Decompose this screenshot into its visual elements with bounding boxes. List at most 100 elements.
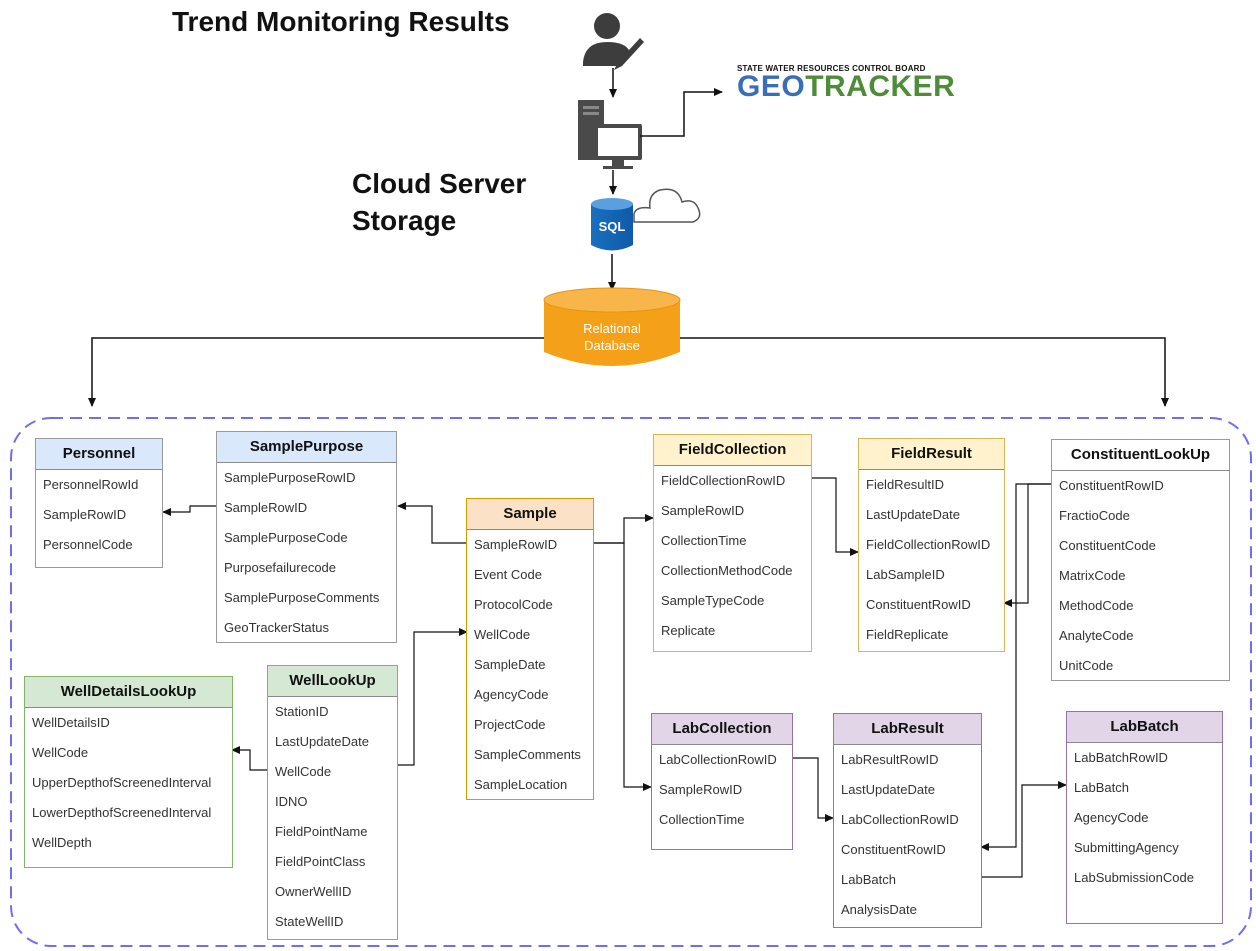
cloud-title-line1: Cloud Server	[352, 168, 527, 199]
table-header-constituentlookup: ConstituentLookUp	[1052, 440, 1229, 471]
field-samplerowid: SampleRowID	[43, 507, 127, 522]
computer-tower-monitor-icon	[578, 100, 642, 169]
geotracker-logo-part2: TRACKER	[805, 70, 956, 103]
field-collectionmethodcode: CollectionMethodCode	[661, 563, 793, 578]
table-header-samplepurpose: SamplePurpose	[217, 432, 396, 463]
field-labcollectionrowid: LabCollectionRowID	[659, 752, 777, 767]
field-samplepurposecomments: SamplePurposeComments	[224, 590, 380, 605]
field-labresultrowid: LabResultRowID	[841, 752, 939, 767]
schema-container	[10, 417, 1252, 947]
field-submittingagency: SubmittingAgency	[1074, 840, 1179, 855]
field-samplerowid: SampleRowID	[659, 782, 743, 797]
field-lastupdatedate: LastUpdateDate	[841, 782, 935, 797]
table-header-sample: Sample	[467, 499, 593, 530]
geotracker-logo-part1: GEO	[737, 70, 806, 103]
table-personnel: Personnel PersonnelRowId SampleRowID Per…	[35, 438, 163, 568]
field-wellcode: WellCode	[474, 627, 531, 642]
table-labresult: LabResult LabResultRowID LastUpdateDate …	[833, 713, 982, 928]
field-fieldresultid: FieldResultID	[866, 477, 945, 492]
table-fieldcollection: FieldCollection FieldCollectionRowID Sam…	[653, 434, 812, 652]
field-ownerwellid: OwnerWellID	[275, 884, 352, 899]
table-header-labresult: LabResult	[834, 714, 981, 745]
field-analysisdate: AnalysisDate	[841, 902, 917, 917]
field-personnelcode: PersonnelCode	[43, 537, 133, 552]
field-agencycode: AgencyCode	[1074, 810, 1149, 825]
sql-label: SQL	[598, 219, 626, 234]
field-collectiontime: CollectionTime	[659, 812, 745, 827]
table-header-personnel: Personnel	[36, 439, 162, 470]
field-protocolcode: ProtocolCode	[474, 597, 553, 612]
field-samplerowid: SampleRowID	[661, 503, 745, 518]
field-sampletypecode: SampleTypeCode	[661, 593, 765, 608]
cloud-icon	[633, 188, 701, 223]
field-upperdepthofscreenedinterval: UpperDepthofScreenedInterval	[32, 775, 212, 790]
relational-database-label: Relational Database	[560, 320, 664, 354]
table-sample: Sample SampleRowID Event Code ProtocolCo…	[466, 498, 594, 800]
table-constituentlookup: ConstituentLookUp ConstituentRowID Fract…	[1051, 439, 1230, 681]
field-samplepurposerowid: SamplePurposeRowID	[224, 470, 356, 485]
table-header-fieldcollection: FieldCollection	[654, 435, 811, 466]
field-lowerdepthofscreenedinterval: LowerDepthofScreenedInterval	[32, 805, 212, 820]
table-fieldresult: FieldResult FieldResultID LastUpdateDate…	[858, 438, 1005, 652]
field-labsampleid: LabSampleID	[866, 567, 945, 582]
field-labbatch: LabBatch	[1074, 780, 1129, 795]
field-methodcode: MethodCode	[1059, 598, 1134, 613]
field-labcollectionrowid: LabCollectionRowID	[841, 812, 959, 827]
field-samplerowid: SampleRowID	[474, 537, 558, 552]
cloud-title-line2: Storage	[352, 205, 457, 236]
field-personnelrowid: PersonnelRowId	[43, 477, 139, 492]
database-label-line2: Database	[584, 338, 640, 353]
table-header-fieldresult: FieldResult	[859, 439, 1004, 470]
field-unitcode: UnitCode	[1059, 658, 1114, 673]
field-welldepth: WellDepth	[32, 835, 92, 850]
field-samplerowid: SampleRowID	[224, 500, 308, 515]
database-label-line1: Relational	[583, 321, 641, 336]
field-event-code: Event Code	[474, 567, 542, 582]
field-constituentrowid: ConstituentRowID	[866, 597, 971, 612]
field-samplecomments: SampleComments	[474, 747, 581, 762]
field-constituentrowid: ConstituentRowID	[841, 842, 946, 857]
field-geotrackerstatus: GeoTrackerStatus	[224, 620, 330, 635]
table-header-labcollection: LabCollection	[652, 714, 792, 745]
table-welldetailslookup: WellDetailsLookUp WellDetailsID WellCode…	[24, 676, 233, 868]
field-fieldcollectionrowid: FieldCollectionRowID	[661, 473, 786, 488]
table-header-labbatch: LabBatch	[1067, 712, 1222, 743]
field-collectiontime: CollectionTime	[661, 533, 747, 548]
table-samplepurpose: SamplePurpose SamplePurposeRowID SampleR…	[216, 431, 397, 643]
field-lastupdatedate: LastUpdateDate	[866, 507, 960, 522]
field-projectcode: ProjectCode	[474, 717, 546, 732]
field-purposefailurecode: Purposefailurecode	[224, 560, 337, 575]
field-constituentrowid: ConstituentRowID	[1059, 478, 1164, 493]
field-labbatch: LabBatch	[841, 872, 896, 887]
field-constituentcode: ConstituentCode	[1059, 538, 1156, 553]
field-fieldpointclass: FieldPointClass	[275, 854, 366, 869]
table-header-welldetailslookup: WellDetailsLookUp	[25, 677, 232, 708]
diagram-title: Trend Monitoring Results	[172, 6, 510, 37]
field-stationid: StationID	[275, 704, 329, 719]
field-fieldpointname: FieldPointName	[275, 824, 368, 839]
field-replicate: Replicate	[661, 623, 716, 638]
field-wellcode: WellCode	[275, 764, 332, 779]
field-wellcode: WellCode	[32, 745, 89, 760]
relational-database-icon	[543, 287, 681, 366]
field-sampledate: SampleDate	[474, 657, 546, 672]
field-welldetailsid: WellDetailsID	[32, 715, 110, 730]
field-idno: IDNO	[275, 794, 308, 809]
field-fieldreplicate: FieldReplicate	[866, 627, 949, 642]
field-fractiocode: FractioCode	[1059, 508, 1130, 523]
table-labcollection: LabCollection LabCollectionRowID SampleR…	[651, 713, 793, 850]
field-statewellid: StateWellID	[275, 914, 344, 929]
sql-database-icon	[591, 198, 633, 251]
field-fieldcollectionrowid: FieldCollectionRowID	[866, 537, 991, 552]
table-welllookup: WellLookUp StationID LastUpdateDate Well…	[267, 665, 398, 940]
field-matrixcode: MatrixCode	[1059, 568, 1126, 583]
field-labsubmissioncode: LabSubmissionCode	[1074, 870, 1194, 885]
table-header-welllookup: WellLookUp	[268, 666, 397, 697]
geotracker-agency-text: STATE WATER RESOURCES CONTROL BOARD	[737, 64, 926, 73]
field-samplelocation: SampleLocation	[474, 777, 568, 792]
field-lastupdatedate: LastUpdateDate	[275, 734, 369, 749]
field-analytecode: AnalyteCode	[1059, 628, 1134, 643]
user-with-pen-icon	[583, 13, 644, 70]
table-labbatch: LabBatch LabBatchRowID LabBatch AgencyCo…	[1066, 711, 1223, 924]
